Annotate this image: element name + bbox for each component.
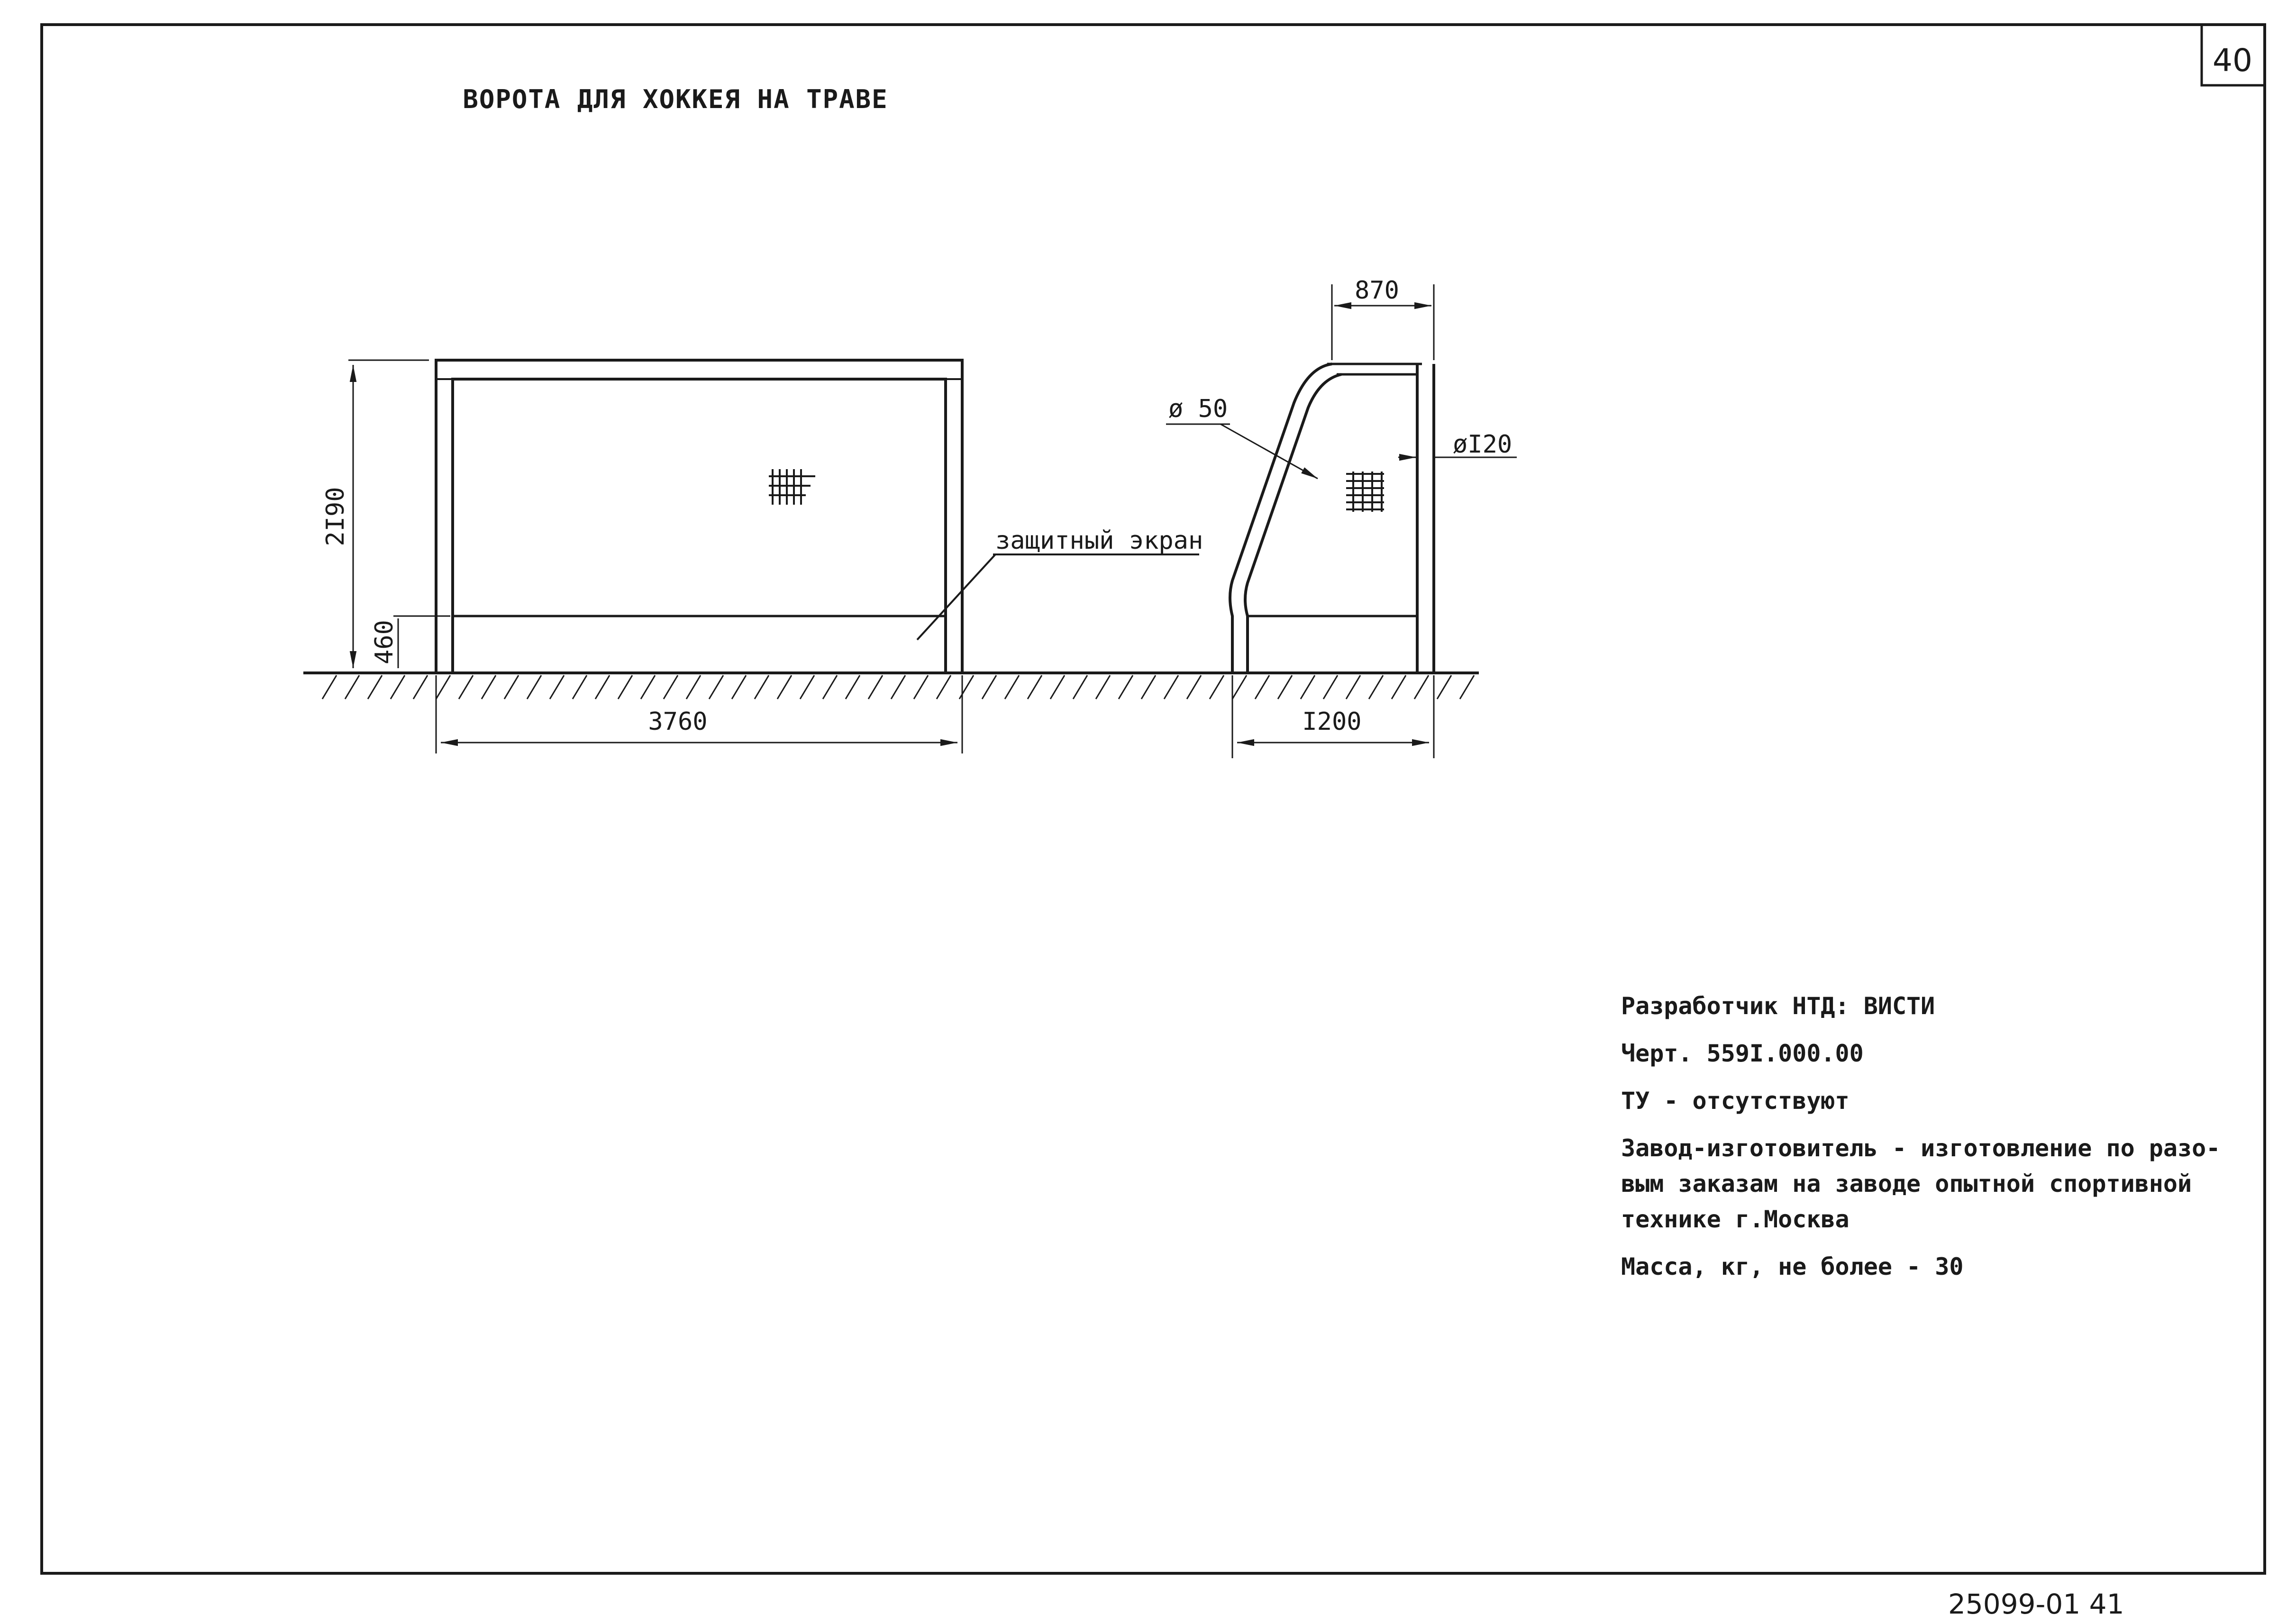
- ground-hatch-line: [526, 675, 542, 699]
- post-diameter-label: øI20: [1453, 430, 1512, 459]
- base-depth-label: I200: [1302, 708, 1361, 736]
- manufacturer-line-1: Завод-изготовитель - изготовление по раз…: [1621, 1134, 2220, 1162]
- ground-hatch-line: [344, 675, 360, 699]
- ground-hatch-line: [685, 675, 702, 699]
- side-net-mark: [1346, 472, 1384, 512]
- ground-hatch-line: [1436, 675, 1452, 699]
- ground-hatch-line: [435, 675, 451, 699]
- ground-hatch-line: [594, 675, 610, 699]
- ground-hatch-line: [1049, 675, 1066, 699]
- ground-hatch-line: [321, 675, 337, 699]
- page-number-box: 40: [2200, 25, 2264, 87]
- ground-hatch-line: [1413, 675, 1430, 699]
- ground-hatch-line: [1300, 675, 1316, 699]
- ground-hatch-line: [1095, 675, 1111, 699]
- ground-hatch-line: [1277, 675, 1293, 699]
- ground-hatch-line: [1209, 675, 1225, 699]
- ground-hatch-line: [617, 675, 633, 699]
- ground-hatch-line: [1072, 675, 1088, 699]
- ground-hatch-line: [572, 675, 588, 699]
- ground-hatch-line: [481, 675, 497, 699]
- ground-hatch-line: [458, 675, 474, 699]
- drawing-title: ВОРОТА ДЛЯ ХОККЕЯ НА ТРАВЕ: [463, 84, 888, 114]
- ground-hatch-line: [1391, 675, 1407, 699]
- side-view: 870 ø 50 øI20 I200: [1166, 276, 1517, 758]
- sheet-frame: [40, 23, 2266, 1575]
- ground-hatch-line: [1322, 675, 1339, 699]
- front-view: защитный экран 2I90 460 3760: [321, 359, 1203, 753]
- net-mark: [769, 469, 815, 505]
- drawing-number-text: Черт. 559I.000.00: [1621, 1040, 1864, 1067]
- ground-hatch-line: [731, 675, 747, 699]
- page-number: 40: [2213, 42, 2252, 79]
- ground-hatch-line: [1027, 675, 1043, 699]
- ground-hatch-line: [1345, 675, 1361, 699]
- ground-hatch-line: [1231, 675, 1248, 699]
- ground-hatch-line: [754, 675, 770, 699]
- manufacturer-line-3: технике г.Москва: [1621, 1206, 1850, 1233]
- ground-hatch-line: [776, 675, 793, 699]
- screen-label: защитный экран: [995, 526, 1203, 555]
- ground-hatch-line: [640, 675, 656, 699]
- ground-hatch-line: [1186, 675, 1202, 699]
- ground-hatch-line: [799, 675, 815, 699]
- ground-hatch-line: [981, 675, 997, 699]
- ground-hatch-line: [845, 675, 861, 699]
- ground-hatch-line: [958, 675, 975, 699]
- archive-stamp-number: 25099-01 41: [1948, 1588, 2124, 1620]
- mass-text: Масса, кг, не более - 30: [1621, 1253, 1963, 1280]
- info-block: Разработчик НТД: ВИСТИ Черт. 559I.000.00…: [1621, 992, 2220, 1280]
- ground-hatch-line: [1118, 675, 1134, 699]
- ground-hatch-line: [663, 675, 679, 699]
- ground-hatch-line: [549, 675, 565, 699]
- ground-hatch-line: [412, 675, 428, 699]
- bottom-bar-dimension-label: 460: [370, 620, 399, 664]
- ground-hatch-line: [503, 675, 519, 699]
- ground-hatch-line: [1368, 675, 1384, 699]
- ground-hatch-line: [936, 675, 952, 699]
- ground-hatch-line: [367, 675, 383, 699]
- ground-hatch-line: [1163, 675, 1179, 699]
- manufacturer-line-2: вым заказам на заводе опытной спортивной: [1621, 1170, 2192, 1198]
- ground-hatch-line: [890, 675, 906, 699]
- ground-hatch-line: [913, 675, 929, 699]
- ground-hatch-line: [1459, 675, 1475, 699]
- developer-text: Разработчик НТД: ВИСТИ: [1621, 992, 1935, 1020]
- height-dimension-label: 2I90: [321, 487, 350, 546]
- ground-line: [303, 671, 1479, 699]
- ground-hatch-line: [708, 675, 724, 699]
- width-dimension-label: 3760: [648, 708, 707, 736]
- ground-hatch-line: [822, 675, 838, 699]
- ground-hatch-line: [1004, 675, 1020, 699]
- ground-hatch-line: [1140, 675, 1157, 699]
- ground-hatch-line: [390, 675, 406, 699]
- ground-hatch-line: [867, 675, 884, 699]
- ground-hatch-line: [1254, 675, 1270, 699]
- specs-text: ТУ - отсутствуют: [1621, 1087, 1850, 1115]
- tube-diameter-label: ø 50: [1168, 395, 1228, 423]
- top-depth-label: 870: [1355, 276, 1399, 305]
